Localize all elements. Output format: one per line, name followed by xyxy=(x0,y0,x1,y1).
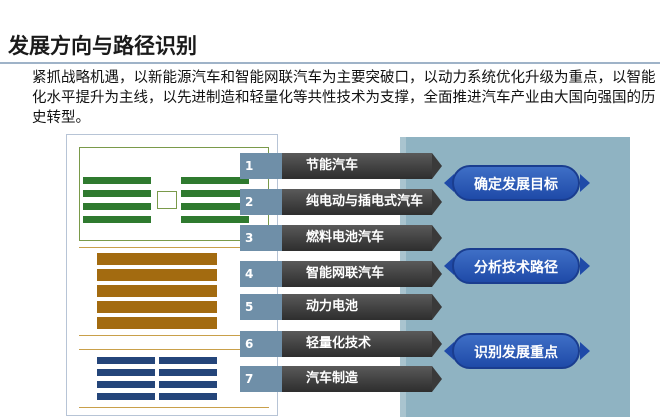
arrow-tip-icon xyxy=(432,331,442,357)
thumb-bar xyxy=(181,177,249,184)
thumb-divider xyxy=(79,335,269,336)
thumb-bar xyxy=(83,216,151,223)
chevron-right-icon xyxy=(580,342,590,360)
item-label: 纯电动与插电式汽车 xyxy=(282,189,432,215)
thumb-bar xyxy=(97,381,155,388)
thumb-bar xyxy=(181,216,249,223)
item-number: 3 xyxy=(240,225,282,251)
thumb-bar xyxy=(97,357,155,364)
item-number: 2 xyxy=(240,189,282,215)
thumb-bar xyxy=(83,190,151,197)
item-label: 智能网联汽车 xyxy=(282,261,432,287)
item-label: 动力电池 xyxy=(282,294,432,320)
item-number: 4 xyxy=(240,261,282,287)
thumb-bar xyxy=(83,203,151,210)
thumb-bar xyxy=(97,269,217,281)
item-label: 燃料电池汽车 xyxy=(282,225,432,251)
item-6: 6 轻量化技术 xyxy=(240,331,442,357)
item-label: 节能汽车 xyxy=(282,153,432,179)
thumb-bar xyxy=(181,203,249,210)
goal-analyze-paths: 分析技术路径 xyxy=(452,248,580,284)
arrow-tip-icon xyxy=(432,261,442,287)
item-number: 5 xyxy=(240,294,282,320)
item-number: 6 xyxy=(240,331,282,357)
thumb-bar xyxy=(97,301,217,313)
thumb-bar xyxy=(97,369,155,376)
goal-define-targets: 确定发展目标 xyxy=(452,165,580,201)
thumb-divider xyxy=(79,407,269,408)
page-title: 发展方向与路径识别 xyxy=(8,34,197,58)
arrow-tip-icon xyxy=(432,189,442,215)
thumb-bar xyxy=(97,285,217,297)
thumb-bar xyxy=(97,393,155,400)
arrow-tip-icon xyxy=(432,225,442,251)
chevron-right-icon xyxy=(580,174,590,192)
arrow-tip-icon xyxy=(432,366,442,392)
thumb-bar xyxy=(181,190,249,197)
thumb-bar xyxy=(159,393,217,400)
thumb-bar xyxy=(159,357,217,364)
thumb-bar xyxy=(97,253,217,265)
title-divider xyxy=(0,62,660,64)
item-label: 轻量化技术 xyxy=(282,331,432,357)
thumb-bar xyxy=(97,317,217,329)
item-1: 1 节能汽车 xyxy=(240,153,442,179)
item-number: 7 xyxy=(240,366,282,392)
thumb-divider xyxy=(79,349,269,350)
chevron-left-icon xyxy=(444,342,454,360)
chevron-right-icon xyxy=(580,257,590,275)
item-3: 3 燃料电池汽车 xyxy=(240,225,442,251)
thumb-divider xyxy=(79,247,269,248)
item-number: 1 xyxy=(240,153,282,179)
chevron-left-icon xyxy=(444,174,454,192)
intro-text: 紧抓战略机遇，以新能源汽车和智能网联汽车为主要突破口，以动力系统优化升级为重点，… xyxy=(32,70,656,126)
goal-identify-priorities: 识别发展重点 xyxy=(452,333,580,369)
thumb-bar xyxy=(83,177,151,184)
arrow-tip-icon xyxy=(432,294,442,320)
item-label: 汽车制造 xyxy=(282,366,432,392)
arrow-tip-icon xyxy=(432,153,442,179)
thumb-bar xyxy=(159,381,217,388)
thumb-bar xyxy=(159,369,217,376)
item-7: 7 汽车制造 xyxy=(240,366,442,392)
item-5: 5 动力电池 xyxy=(240,294,442,320)
item-4: 4 智能网联汽车 xyxy=(240,261,442,287)
thumb-mid-box xyxy=(157,191,177,209)
item-2: 2 纯电动与插电式汽车 xyxy=(240,189,442,215)
chevron-left-icon xyxy=(444,257,454,275)
